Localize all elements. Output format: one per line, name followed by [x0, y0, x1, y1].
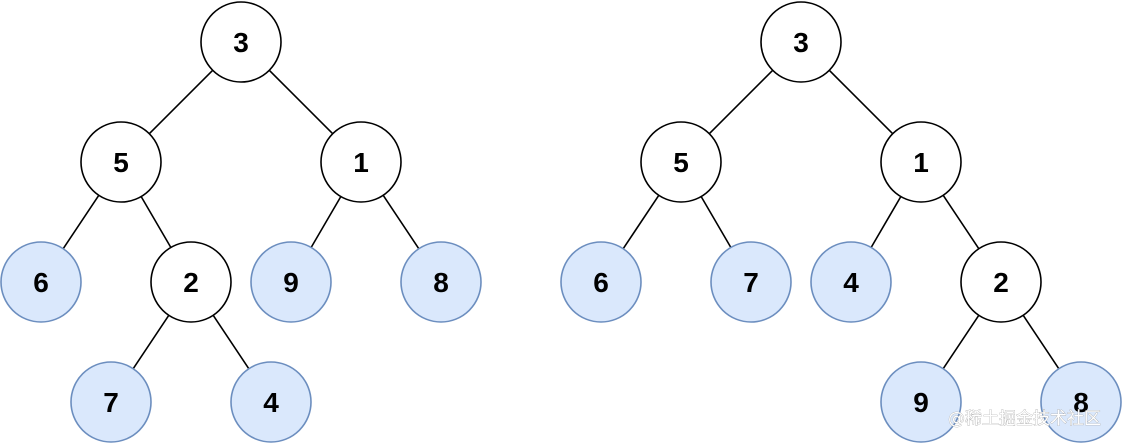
- tree-right-node-internal: 2: [960, 241, 1042, 323]
- node-circle: [230, 361, 312, 443]
- node-circle: [320, 121, 402, 203]
- node-circle: [640, 121, 722, 203]
- node-circle: [70, 361, 152, 443]
- tree-right-node-leaf: 6: [560, 241, 642, 323]
- tree-left-node-leaf: 4: [230, 361, 312, 443]
- tree-left-edge: [212, 314, 250, 370]
- tree-left-node-internal: 1: [320, 121, 402, 203]
- tree-right-node-leaf: 7: [710, 241, 792, 323]
- tree-left-node-leaf: 9: [250, 241, 332, 323]
- node-label: 3: [793, 27, 809, 58]
- tree-left-node-leaf: 7: [70, 361, 152, 443]
- tree-left-node-leaf: 8: [400, 241, 482, 323]
- node-label: 5: [113, 147, 129, 178]
- node-label: 6: [33, 267, 49, 298]
- tree-right-node-internal: 1: [880, 121, 962, 203]
- tree-right-edge: [1022, 314, 1060, 370]
- node-label: 8: [433, 267, 449, 298]
- tree-right-node-leaf: 8: [1040, 361, 1122, 443]
- node-circle: [760, 1, 842, 83]
- tree-left-edge: [382, 194, 420, 250]
- tree-right-node-leaf: 9: [880, 361, 962, 443]
- node-label: 2: [993, 267, 1009, 298]
- tree-right-node-internal: 5: [640, 121, 722, 203]
- tree-left-node-leaf: 6: [0, 241, 82, 323]
- node-circle: [250, 241, 332, 323]
- node-label: 9: [283, 267, 299, 298]
- tree-right-node-internal: 3: [760, 1, 842, 83]
- node-circle: [960, 241, 1042, 323]
- node-label: 2: [183, 267, 199, 298]
- node-circle: [0, 241, 82, 323]
- node-label: 5: [673, 147, 689, 178]
- node-circle: [810, 241, 892, 323]
- tree-right-edge: [622, 194, 660, 250]
- tree-left-node-internal: 3: [200, 1, 282, 83]
- node-label: 7: [743, 267, 759, 298]
- tree-left-node-internal: 5: [80, 121, 162, 203]
- tree-left-edge: [140, 196, 172, 248]
- node-circle: [880, 121, 962, 203]
- node-label: 8: [1073, 387, 1089, 418]
- tree-right-edge: [942, 314, 980, 370]
- node-label: 4: [263, 387, 279, 418]
- node-label: 6: [593, 267, 609, 298]
- tree-left-edge: [268, 69, 334, 135]
- node-circle: [80, 121, 162, 203]
- node-circle: [1040, 361, 1122, 443]
- node-circle: [400, 241, 482, 323]
- node-circle: [880, 361, 962, 443]
- node-label: 1: [353, 147, 369, 178]
- node-circle: [200, 1, 282, 83]
- node-label: 1: [913, 147, 929, 178]
- tree-left-edge: [310, 196, 342, 248]
- tree-left-edge: [62, 194, 100, 250]
- edges-layer: [62, 69, 1060, 370]
- tree-left-node-internal: 2: [150, 241, 232, 323]
- tree-right-edge: [828, 69, 894, 135]
- tree-right-node-leaf: 4: [810, 241, 892, 323]
- node-circle: [710, 241, 792, 323]
- node-label: 4: [843, 267, 859, 298]
- tree-right-edge: [708, 69, 774, 135]
- tree-right-edge: [942, 194, 980, 250]
- tree-right-edge: [700, 196, 732, 248]
- node-circle: [560, 241, 642, 323]
- tree-left-edge: [132, 314, 170, 370]
- tree-left-edge: [148, 69, 214, 135]
- tree-right-edge: [870, 196, 902, 248]
- node-label: 3: [233, 27, 249, 58]
- watermark: @稀土掘金技术社区: [948, 409, 1101, 429]
- node-circle: [150, 241, 232, 323]
- node-label: 7: [103, 387, 119, 418]
- node-label: 9: [913, 387, 929, 418]
